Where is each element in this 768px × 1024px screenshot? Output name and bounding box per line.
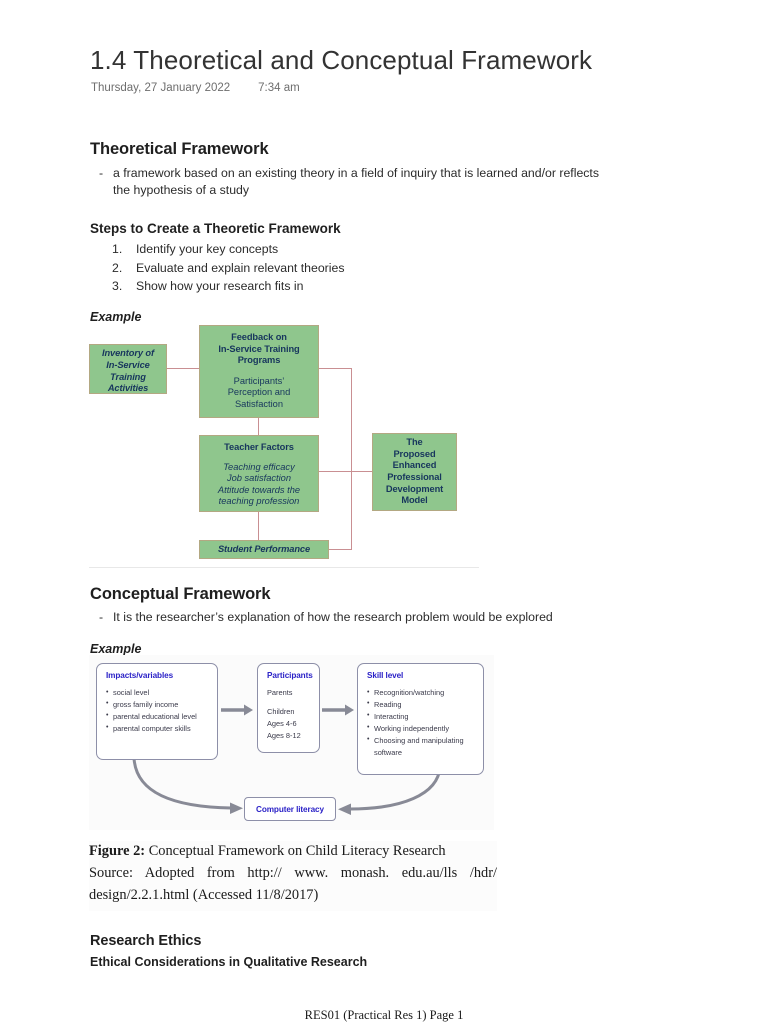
document-date: Thursday, 27 January 2022 bbox=[91, 82, 231, 94]
theoretical-definition-text: a framework based on an existing theory … bbox=[113, 166, 599, 198]
list-item: 2. Evaluate and explain relevant theorie… bbox=[112, 259, 345, 278]
list-item-index: 3. bbox=[112, 279, 123, 294]
arrow-skill-to-literacy-icon bbox=[338, 765, 442, 815]
participants-line: Children bbox=[267, 706, 295, 716]
document-timestamp: Thursday, 27 January 2022 7:34 am bbox=[91, 82, 300, 94]
list-item: social level bbox=[106, 687, 209, 699]
list-item: parental computer skills bbox=[106, 722, 209, 735]
dash-bullet-icon: - bbox=[99, 610, 104, 624]
box-impacts-variables: Impacts/variables social level gross fam… bbox=[96, 663, 218, 760]
skill-list: Recognition/watching Reading Interacting… bbox=[367, 687, 475, 759]
participants-line: Ages 4-6 bbox=[267, 718, 297, 728]
list-item-index: 2. bbox=[112, 260, 123, 275]
connector-student-right bbox=[329, 549, 352, 551]
example-label-theoretical: Example bbox=[90, 310, 142, 324]
list-item-label: Identify your key concepts bbox=[136, 242, 279, 256]
conceptual-definition: - It is the researcher’s explanation of … bbox=[99, 609, 633, 626]
connector-bus-to-model bbox=[351, 471, 373, 473]
list-item: gross family income bbox=[106, 698, 209, 711]
heading-conceptual-framework: Conceptual Framework bbox=[90, 585, 271, 603]
figure-2-caption-lead: Figure 2: bbox=[89, 843, 146, 859]
list-item-index: 1. bbox=[112, 242, 123, 256]
box-participants: Participants Parents Children Ages 4-6 A… bbox=[257, 663, 320, 753]
box-title: Student Performance bbox=[217, 543, 311, 554]
arrow-impacts-to-participants-icon bbox=[221, 704, 253, 716]
figure-2-caption-title: Conceptual Framework on Child Literacy R… bbox=[145, 843, 446, 859]
list-item: Recognition/watching bbox=[367, 687, 475, 699]
box-title: Teacher Factors bbox=[224, 442, 294, 452]
document-time: 7:34 am bbox=[258, 82, 300, 94]
figure-conceptual-framework-diagram: Impacts/variables social level gross fam… bbox=[89, 655, 494, 830]
connector-feedback-right bbox=[319, 368, 352, 370]
list-item: Interacting bbox=[367, 710, 475, 723]
dash-bullet-icon: - bbox=[99, 166, 104, 180]
figure-2-caption: Figure 2: Conceptual Framework on Child … bbox=[89, 841, 497, 911]
page-title: 1.4 Theoretical and Conceptual Framework bbox=[90, 45, 593, 75]
arrow-participants-to-skill-icon bbox=[322, 704, 354, 716]
connector-vertical-bus bbox=[351, 368, 353, 550]
subheading-ethical-considerations: Ethical Considerations in Qualitative Re… bbox=[90, 955, 368, 969]
heading-steps-to-create: Steps to Create a Theoretic Framework bbox=[90, 221, 341, 236]
list-item: Working independently bbox=[367, 722, 475, 735]
conceptual-definition-text: It is the researcher’s explanation of ho… bbox=[113, 610, 553, 624]
arrow-impacts-to-literacy-icon bbox=[132, 756, 243, 814]
list-item-label: Evaluate and explain relevant theories bbox=[136, 260, 345, 275]
list-item: 1. Identify your key concepts bbox=[112, 240, 345, 259]
example-label-conceptual: Example bbox=[90, 642, 142, 656]
list-item: parental educational level bbox=[106, 710, 209, 723]
heading-theoretical-framework: Theoretical Framework bbox=[90, 140, 269, 158]
connector-teacher-right bbox=[319, 471, 352, 473]
box-title: Participants bbox=[267, 671, 313, 680]
participants-line: Parents bbox=[267, 688, 293, 697]
list-item: 3. Show how your research fits in bbox=[112, 277, 345, 296]
box-student-performance: Student Performance bbox=[199, 540, 329, 559]
box-skill-level: Skill level Recognition/watching Reading… bbox=[357, 663, 484, 775]
box-title: Skill level bbox=[367, 671, 404, 680]
box-computer-literacy: Computer literacy bbox=[244, 797, 336, 821]
heading-research-ethics: Research Ethics bbox=[90, 933, 202, 949]
connector-inventory-to-feedback bbox=[167, 368, 200, 370]
box-title: Computer literacy bbox=[256, 804, 324, 814]
figure-2-caption-source: Source: Adopted from http:// www. monash… bbox=[89, 864, 497, 903]
list-item: Choosing and manipulating software bbox=[367, 734, 475, 759]
participants-line: Ages 8-12 bbox=[267, 730, 301, 740]
box-title: Impacts/variables bbox=[106, 671, 174, 680]
list-item-label: Show how your research fits in bbox=[136, 279, 304, 294]
theoretical-definition: - a framework based on an existing theor… bbox=[99, 165, 613, 200]
page-footer: RES01 (Practical Res 1) Page 1 bbox=[304, 1008, 464, 1022]
impacts-list: social level gross family income parenta… bbox=[106, 687, 209, 735]
steps-list: 1. Identify your key concepts 2. Evaluat… bbox=[112, 240, 345, 296]
connector-feedback-to-teacher bbox=[258, 418, 260, 436]
connector-teacher-to-student bbox=[258, 512, 260, 541]
list-item: Reading bbox=[367, 698, 475, 711]
